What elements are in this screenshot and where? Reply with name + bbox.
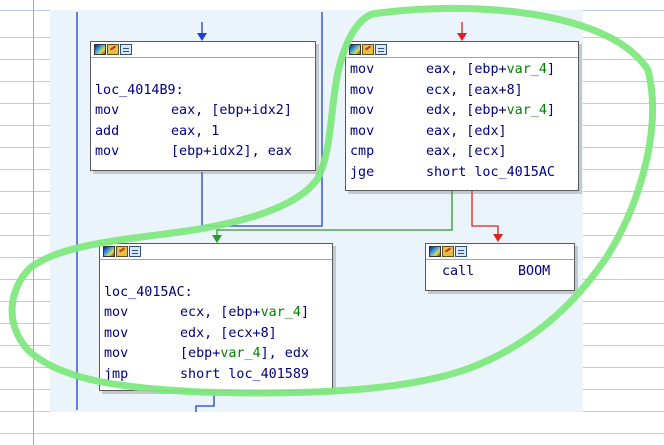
pencil-icon[interactable] [116, 246, 128, 257]
node-header [346, 42, 578, 58]
graph-icon[interactable] [94, 44, 106, 55]
code-label[interactable]: loc_4015AC: [104, 284, 193, 300]
node-header [91, 42, 315, 58]
asm-line[interactable]: mov[ebp+var_4], edx [104, 346, 309, 361]
graph-icon[interactable] [429, 246, 441, 257]
code-label[interactable]: loc_4014B9: [95, 82, 184, 98]
node-header [100, 244, 332, 260]
node-header [426, 244, 574, 260]
pencil-icon[interactable] [362, 44, 374, 55]
asm-line[interactable]: mov[ebp+idx2], eax [95, 144, 292, 159]
blank-line [104, 262, 328, 283]
notebook-margin-line [33, 0, 34, 445]
list-icon[interactable] [129, 246, 141, 257]
pencil-icon[interactable] [107, 44, 119, 55]
pencil-icon[interactable] [442, 246, 454, 257]
list-icon[interactable] [455, 246, 467, 257]
list-icon[interactable] [375, 44, 387, 55]
graph-icon[interactable] [103, 246, 115, 257]
graph-icon[interactable] [349, 44, 361, 55]
blank-line [95, 60, 311, 81]
list-icon[interactable] [120, 44, 132, 55]
